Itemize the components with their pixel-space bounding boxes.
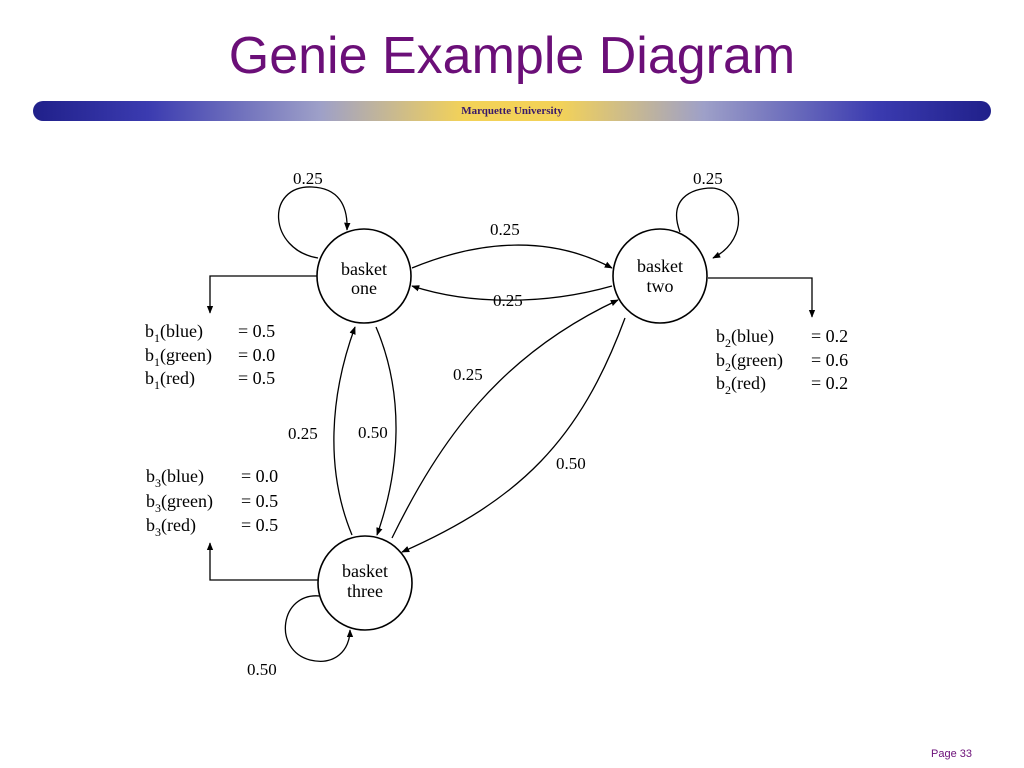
label-two-self: 0.25 [693, 169, 723, 188]
edge-two-to-three [401, 317, 626, 553]
node-basket-two: basket two [612, 228, 708, 324]
label-one-to-three: 0.50 [358, 423, 388, 442]
label-three-to-two: 0.25 [453, 365, 483, 384]
emission-row: b3(red) [146, 515, 196, 539]
edge-three-to-one [333, 326, 356, 536]
slide-title: Genie Example Diagram [228, 27, 796, 85]
edge-one-self [277, 186, 351, 259]
emission-table-b2: b2(blue) = 0.2 b2(green) = 0.6 b2(red) =… [716, 326, 848, 397]
emission-row: b3(blue) [146, 466, 204, 490]
emission-row: b2(blue) [716, 326, 774, 350]
page-number: Page 33 [931, 748, 972, 760]
emission-row: b1(red) [145, 368, 195, 392]
emission-row: b2(green) [716, 350, 783, 374]
label-two-to-three: 0.50 [556, 454, 586, 473]
edge-two-self [675, 187, 740, 259]
emission-table-b3: b3(blue) = 0.0 b3(green) = 0.5 b3(red) =… [146, 466, 278, 539]
emission-value: = 0.6 [811, 350, 848, 370]
emission-value: = 0.0 [238, 345, 275, 365]
edge-one-to-two [411, 244, 613, 269]
emission-value: = 0.5 [241, 491, 278, 511]
emission-row: b3(green) [146, 491, 213, 515]
edge-two-output [708, 277, 816, 318]
label-two-to-one: 0.25 [493, 291, 523, 310]
emission-value: = 0.5 [238, 368, 275, 388]
label-one-to-two: 0.25 [490, 220, 520, 239]
edge-three-self [284, 595, 354, 662]
node-basket-three: basket three [317, 535, 413, 631]
emission-row: b1(green) [145, 345, 212, 369]
node-three-line2: three [347, 581, 383, 601]
edge-three-to-two [391, 299, 619, 539]
emission-value: = 0.0 [241, 466, 278, 486]
label-three-to-one: 0.25 [288, 424, 318, 443]
node-basket-one: basket one [316, 228, 412, 324]
emission-table-b1: b1(blue) = 0.5 b1(green) = 0.0 b1(red) =… [145, 321, 275, 392]
university-name: Marquette University [461, 105, 563, 117]
node-one-line2: one [351, 278, 377, 298]
emission-value: = 0.2 [811, 326, 848, 346]
title-divider-bar [33, 101, 991, 121]
edge-two-to-one [411, 285, 613, 301]
label-three-self: 0.50 [247, 660, 277, 679]
emission-row: b2(red) [716, 373, 766, 397]
label-one-self: 0.25 [293, 169, 323, 188]
edge-three-output [206, 542, 318, 581]
node-two-line1: basket [637, 256, 683, 276]
node-one-line1: basket [341, 259, 387, 279]
node-two-line2: two [647, 276, 674, 296]
emission-value: = 0.5 [241, 515, 278, 535]
emission-row: b1(blue) [145, 321, 203, 345]
emission-value: = 0.2 [811, 373, 848, 393]
node-three-line1: basket [342, 561, 388, 581]
edge-one-to-three [375, 326, 397, 536]
emission-value: = 0.5 [238, 321, 275, 341]
edge-one-output [206, 275, 317, 314]
